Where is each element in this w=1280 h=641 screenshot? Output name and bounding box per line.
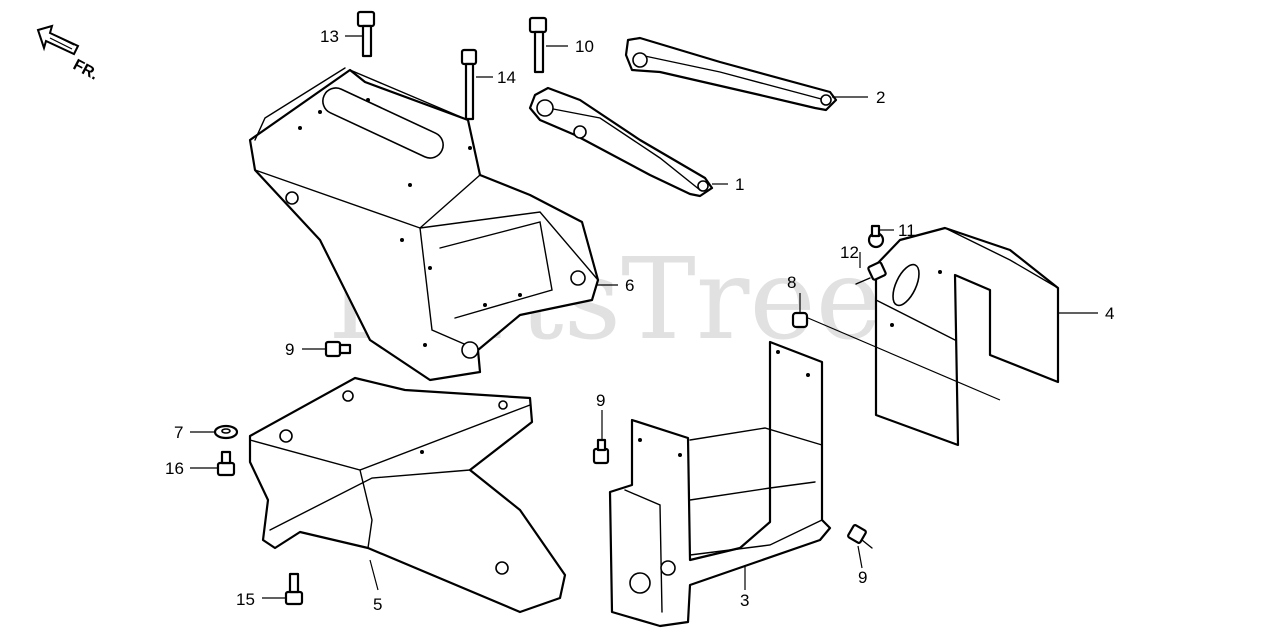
part-11-bolt-icon[interactable]	[867, 224, 885, 249]
part-15-bolt-icon[interactable]	[460, 48, 478, 121]
callout-9-upper: 9	[285, 340, 294, 359]
part-9-bolt-icon-lower[interactable]	[847, 524, 873, 549]
part-4-shield-cover[interactable]	[874, 226, 1060, 447]
part-16-bolt-icon[interactable]	[216, 450, 236, 477]
part-2-link-arm[interactable]	[624, 36, 838, 112]
part-14-bolt-icon[interactable]	[356, 10, 376, 58]
callout-14: 13	[320, 27, 339, 46]
part-9-bolt-icon-upper[interactable]	[324, 340, 352, 358]
callout-1: 1	[735, 175, 744, 194]
front-direction-label: FR.	[70, 57, 101, 84]
callout-5: 5	[373, 595, 382, 614]
part-9-bolt-icon-middle[interactable]	[592, 438, 610, 465]
callout-13: 15	[236, 590, 255, 609]
part-5-lower-bracket[interactable]	[248, 376, 567, 614]
callout-9-middle: 9	[596, 391, 605, 410]
callout-6: 6	[625, 276, 634, 295]
part-8-nut-icon[interactable]	[791, 311, 809, 329]
part-7-washer-icon[interactable]	[213, 424, 239, 440]
callout-3: 3	[740, 591, 749, 610]
callout-4: 4	[1105, 304, 1114, 323]
callout-15: 14	[497, 68, 516, 87]
part-12-bolt-icon[interactable]	[855, 261, 887, 285]
leader-lines	[190, 35, 1098, 599]
part-3-frame-bracket[interactable]	[608, 340, 832, 628]
callout-10: 10	[575, 37, 594, 56]
part-6-main-bracket[interactable]	[248, 67, 600, 382]
part-10-bolt-icon[interactable]	[528, 16, 548, 74]
front-direction-arrow-icon	[36, 24, 80, 56]
callout-7: 7	[174, 423, 183, 442]
callout-12: 12	[840, 243, 859, 262]
callout-2: 2	[876, 88, 885, 107]
callout-16: 16	[165, 459, 184, 478]
callout-11: 11	[898, 221, 916, 240]
callout-9-lower: 9	[858, 568, 867, 587]
part-13-bolt-icon[interactable]	[284, 572, 304, 606]
callout-8: 8	[787, 273, 796, 292]
part-1-link-arm[interactable]	[528, 86, 714, 198]
